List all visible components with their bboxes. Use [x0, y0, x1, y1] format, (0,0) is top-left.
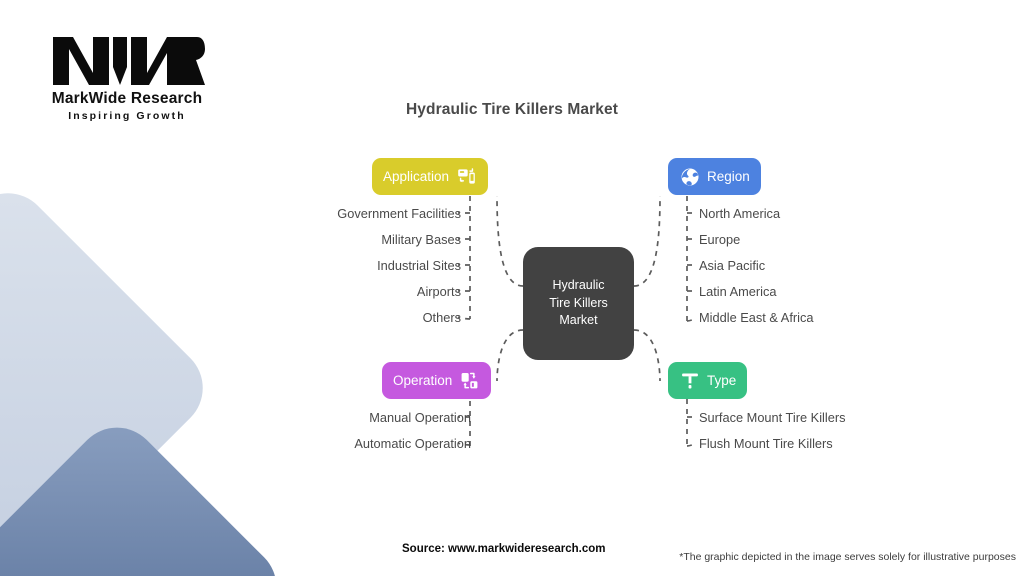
- branch-label-region: Region: [707, 169, 750, 184]
- list-item[interactable]: Asia Pacific: [699, 258, 766, 273]
- list-item[interactable]: Industrial Sites: [377, 258, 461, 273]
- list-item[interactable]: Government Facilities: [337, 206, 461, 221]
- branch-label-application: Application: [383, 169, 450, 184]
- branch-items-type: Surface Mount Tire Killers Flush Mount T…: [699, 405, 846, 457]
- branch-items-operation: Manual Operation Automatic Operation: [354, 405, 471, 457]
- list-item[interactable]: Manual Operation: [369, 410, 471, 425]
- list-item[interactable]: Flush Mount Tire Killers: [699, 436, 833, 451]
- branch-badge-region[interactable]: Region: [668, 158, 761, 195]
- disclaimer-note: *The graphic depicted in the image serve…: [679, 551, 1016, 563]
- text-type-icon: [679, 370, 700, 391]
- branch-items-region: North America Europe Asia Pacific Latin …: [699, 201, 814, 331]
- branch-badge-type[interactable]: Type: [668, 362, 748, 399]
- connector-center-operation: [496, 329, 524, 382]
- connector-center-region: [633, 195, 661, 287]
- brand-logo: MarkWide Research Inspiring Growth: [27, 33, 227, 122]
- transfer-box-icon: [459, 370, 480, 391]
- branch-badge-application[interactable]: Application: [372, 158, 489, 195]
- logo-tagline: Inspiring Growth: [68, 110, 186, 122]
- globe-icon: [679, 166, 700, 187]
- source-note: Source: www.markwideresearch.com: [402, 543, 606, 555]
- list-item[interactable]: Military Bases: [381, 232, 461, 247]
- list-item[interactable]: North America: [699, 206, 781, 221]
- list-item[interactable]: Others: [422, 310, 461, 325]
- list-item[interactable]: Automatic Operation: [354, 436, 471, 451]
- branch-label-type: Type: [707, 373, 737, 388]
- center-node[interactable]: Hydraulic Tire Killers Market: [523, 247, 634, 360]
- list-item[interactable]: Middle East & Africa: [699, 310, 814, 325]
- list-item[interactable]: Surface Mount Tire Killers: [699, 410, 846, 425]
- list-item[interactable]: Latin America: [699, 284, 777, 299]
- stub-region-5: [686, 317, 697, 322]
- stub-type-2: [686, 442, 697, 447]
- logo-company-name: MarkWide Research: [51, 90, 203, 107]
- connector-center-type: [633, 329, 661, 382]
- branch-items-application: Government Facilities Military Bases Ind…: [337, 201, 461, 331]
- list-item[interactable]: Europe: [699, 232, 741, 247]
- mwr-monogram-icon: [53, 37, 205, 85]
- list-item[interactable]: Airports: [416, 284, 461, 299]
- connector-center-application: [496, 195, 524, 287]
- page-title: Hydraulic Tire Killers Market: [406, 101, 618, 118]
- branch-label-operation: Operation: [393, 373, 453, 388]
- branch-badge-operation[interactable]: Operation: [382, 362, 492, 399]
- center-node-label: Hydraulic Tire Killers Market: [549, 278, 608, 328]
- devices-icon: [456, 166, 477, 187]
